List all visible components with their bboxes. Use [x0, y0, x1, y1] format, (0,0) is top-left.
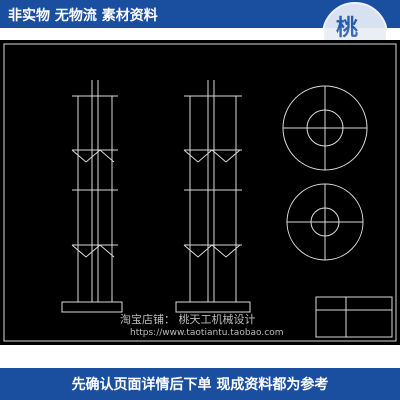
- plan-view-bottom: [286, 183, 364, 261]
- watermark-url: https://www.taotiantu.taobao.com: [130, 328, 284, 338]
- bottom-banner: 先确认页面详情后下单 现成资料都为参考: [0, 368, 400, 400]
- tower-elevation-middle: [175, 80, 251, 313]
- cad-drawing-svg: [3, 43, 397, 342]
- tower-elevation-left: [61, 80, 123, 313]
- top-banner-text: 非实物 无物流 素材资料: [8, 8, 158, 24]
- cad-drawing: [0, 40, 400, 345]
- plan-view-top: [282, 85, 368, 171]
- title-block: [315, 296, 393, 338]
- logo-glyph: 桃: [336, 16, 359, 41]
- bottom-banner-text: 先确认页面详情后下单 现成资料都为参考: [71, 377, 329, 393]
- watermark-shop-name: 淘宝店铺： 桃天工机械设计: [120, 313, 256, 326]
